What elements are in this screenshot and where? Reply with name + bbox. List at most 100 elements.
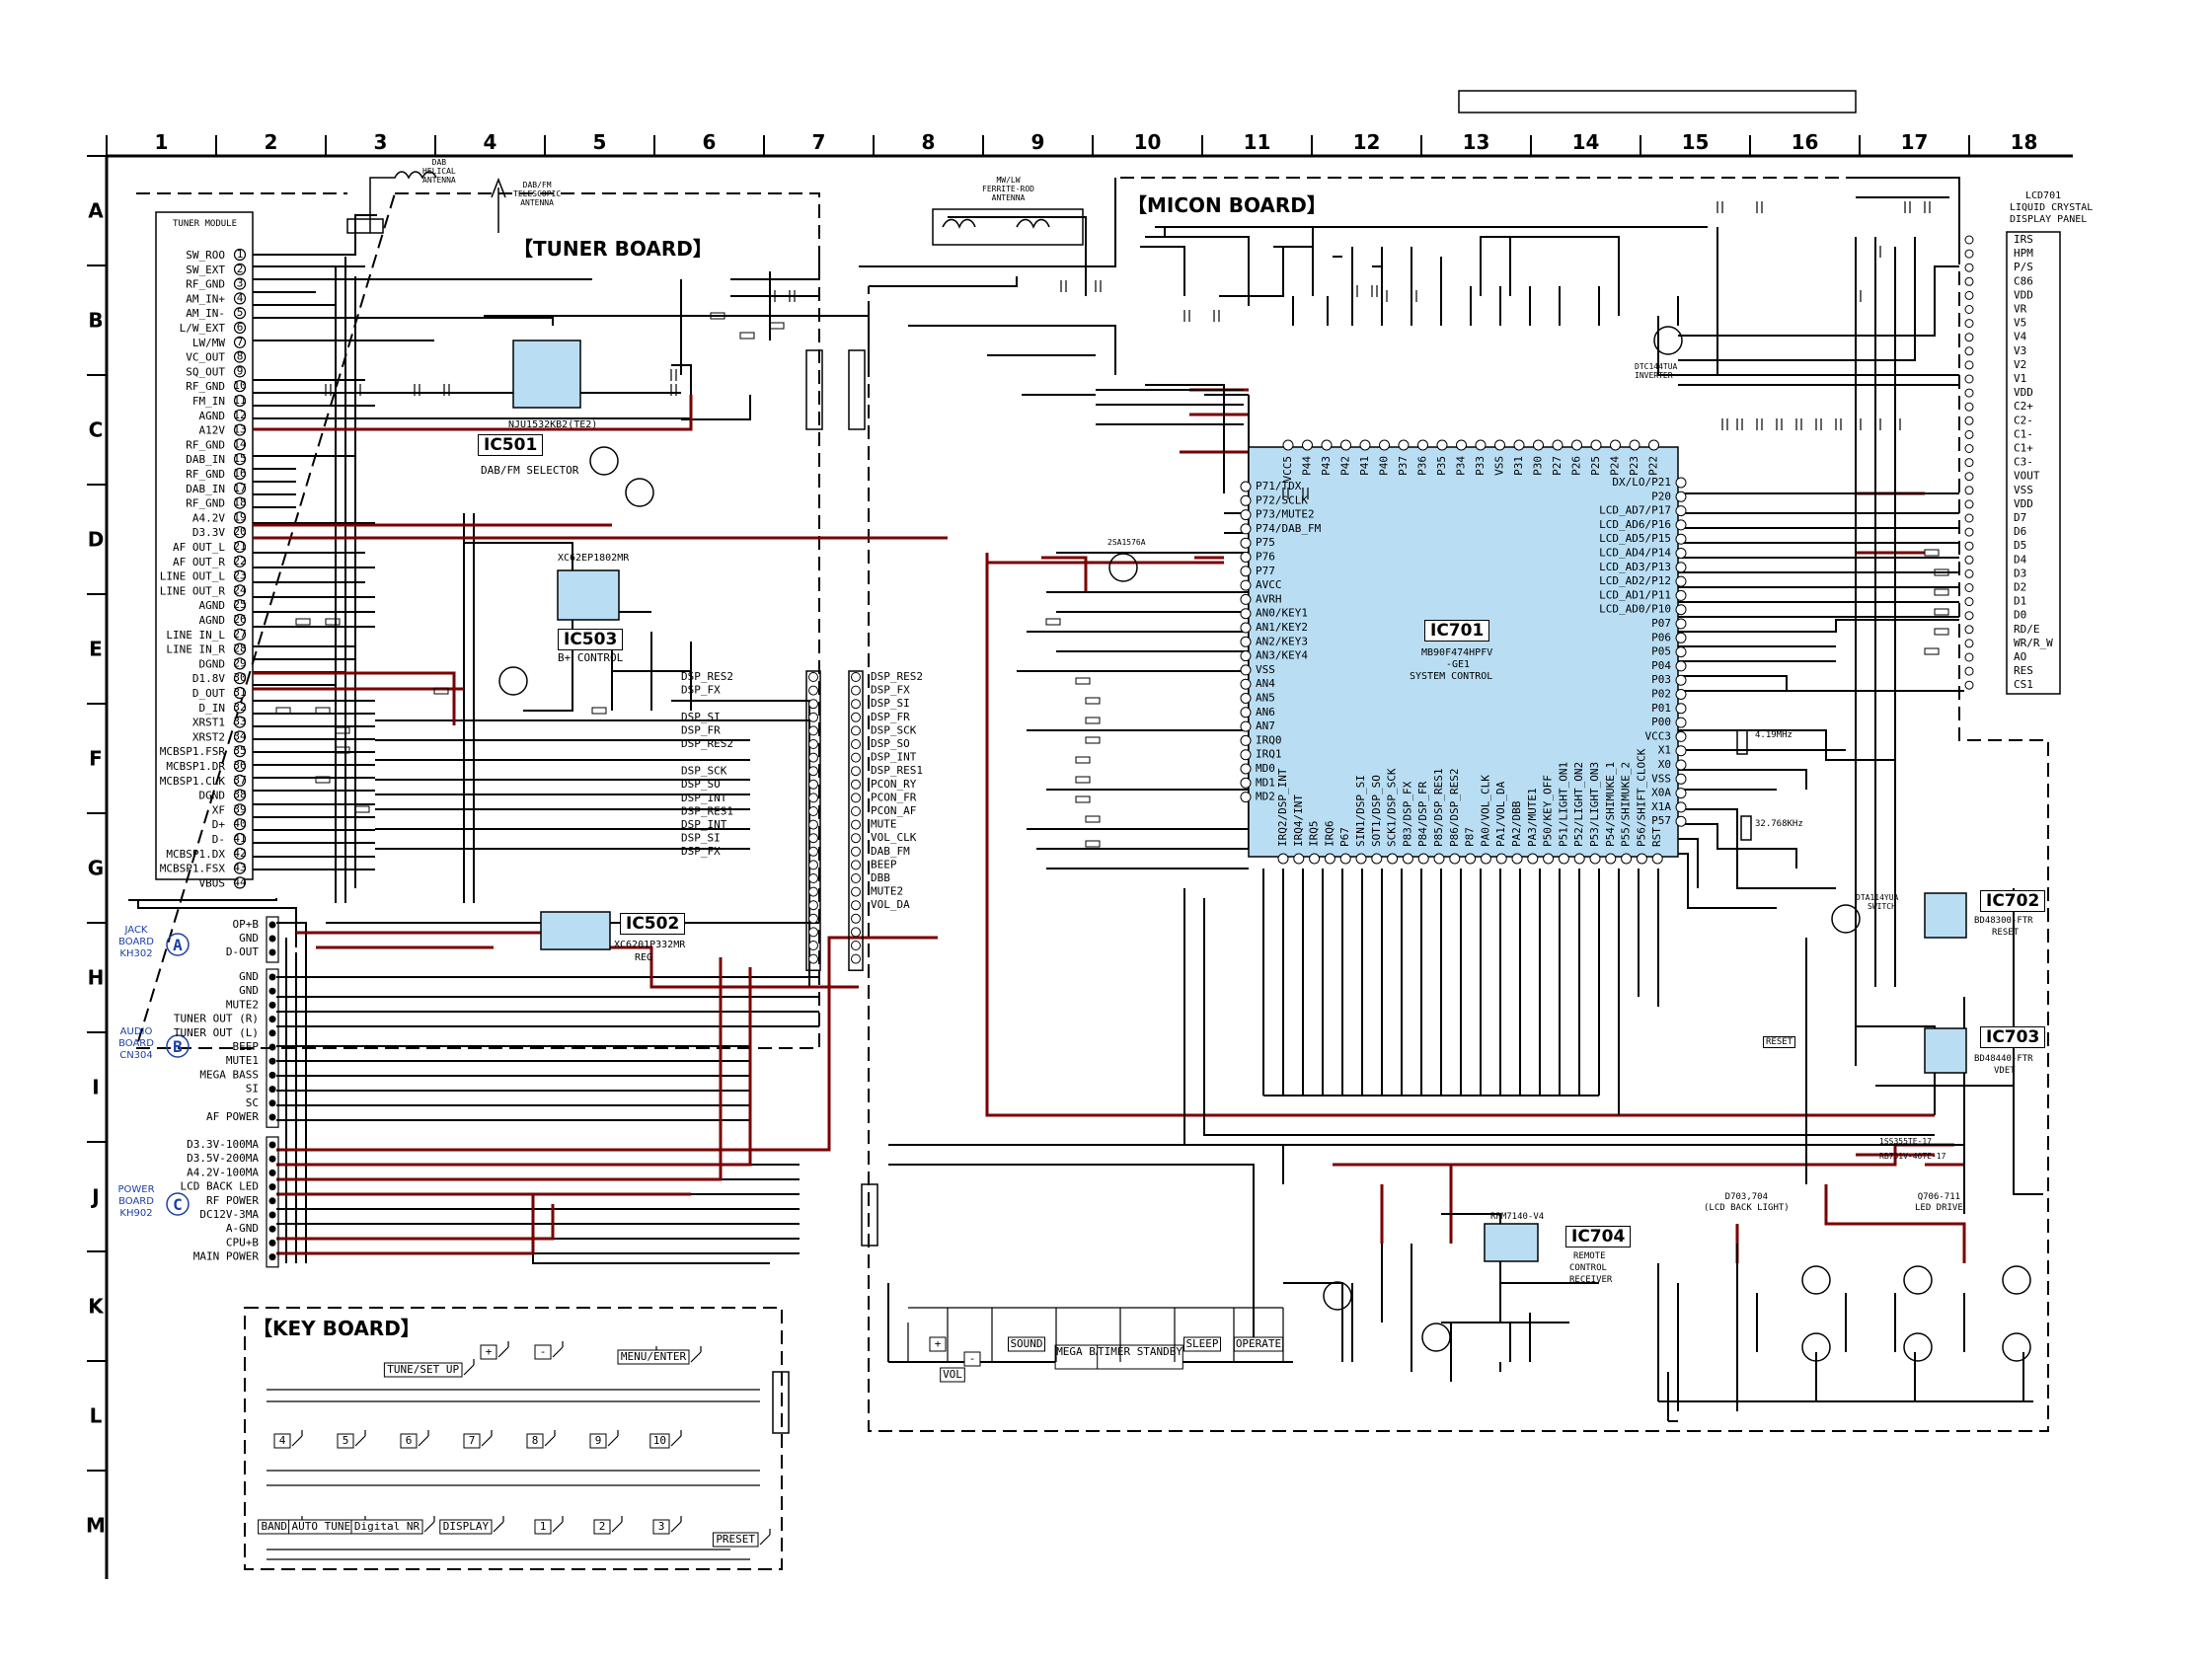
ic701-pin-bottom: PA0/VOL_CLK (1479, 775, 1491, 847)
lcd-pin-label: RES (2014, 664, 2033, 677)
tuner-board-title: 【TUNER BOARD】 (513, 237, 713, 261)
key-num-9[interactable] (589, 1433, 607, 1449)
tuner-pin-label: DGND (199, 790, 226, 802)
grid-col-15: 15 (1682, 130, 1710, 154)
crystals (1736, 729, 1752, 841)
ic701-pin-bottom: P53/LIGHT_ON3 (1588, 762, 1601, 847)
micon-key[interactable] (1183, 1336, 1221, 1352)
tuner-pin-label: XRST2 (192, 730, 225, 743)
key-0[interactable] (383, 1362, 463, 1378)
bus-label: DSP_SCK (681, 765, 727, 778)
key-1[interactable] (534, 1519, 552, 1535)
tuner-pin-label: XRST1 (192, 717, 225, 729)
connector-6p-micon (848, 349, 866, 430)
key-board-title: 【KEY BOARD】 (253, 1317, 420, 1340)
ic701-pin-right: LCD_AD3/P13 (1599, 561, 1671, 573)
tuner-pin-number: 29 (233, 656, 246, 669)
ic704-desc2: CONTROL (1569, 1263, 1607, 1273)
bus-label: DSP_RES2 (681, 737, 733, 750)
lcd-pin-label: C86 (2014, 274, 2033, 287)
tuner-pin (233, 423, 247, 436)
board-ref: CN304 (119, 1050, 153, 1061)
tuner-pin-label: SW_EXT (186, 264, 225, 276)
micon-key[interactable] (1097, 1344, 1183, 1370)
ic704-desc1: REMOTE (1573, 1251, 1606, 1261)
grid-row-M: M (86, 1514, 106, 1538)
ic502-label: IC502 (620, 913, 686, 935)
tuner-pin (233, 730, 247, 743)
key-2[interactable] (534, 1344, 552, 1360)
lcd-pin-block (2006, 231, 2061, 695)
key-display[interactable] (439, 1519, 493, 1535)
tuner-pin-number: 11 (233, 394, 246, 407)
board-marker: C (173, 1195, 183, 1214)
ic701-pin-top: VSS (1493, 456, 1506, 476)
tuner-pin-number: 28 (233, 643, 246, 655)
key-preset[interactable] (712, 1532, 759, 1548)
key-num-8[interactable] (526, 1433, 544, 1449)
lcd-pin-label: VOUT (2014, 470, 2040, 483)
ic701-pin-bottom: P50/KEY_OFF (1542, 775, 1555, 847)
tuner-pin-number: 10 (233, 379, 246, 392)
ic701-pin-bottom: P51/LIGHT_ON1 (1557, 762, 1569, 847)
board-ref: KH902 (119, 1208, 152, 1219)
bus-label: DSP_RES2 (681, 670, 733, 683)
tuner-pin (233, 482, 247, 494)
tuner-pin-number: 36 (233, 759, 246, 772)
key-num-6[interactable] (400, 1433, 418, 1449)
ic703-part: BD48440-FTR (1974, 1054, 2033, 1064)
ic701-pin-left: P77 (1256, 565, 1275, 577)
tuner-pin (233, 818, 247, 831)
micon-key[interactable] (963, 1351, 981, 1367)
key-preset-label: PRESET (716, 1533, 755, 1546)
ic701-pin-left: MD2 (1256, 791, 1275, 803)
jack-pin-label: GND (239, 932, 259, 945)
key-1[interactable] (480, 1344, 497, 1360)
tuner-pin-number: 4 (237, 291, 244, 304)
tuner-pin-number: 42 (233, 847, 246, 860)
ic701-pin-bottom: SIN1/DSP_SI (1354, 775, 1367, 847)
key-2-label: - (540, 1345, 547, 1358)
key-display-label: DISPLAY (443, 1520, 490, 1533)
key-num-4[interactable] (273, 1433, 291, 1449)
tuner-pin-label: MCBSP1.DR (166, 760, 225, 773)
tuner-pin-number: 41 (233, 832, 246, 845)
key-num-10[interactable] (649, 1433, 670, 1449)
audio-pin-label: SI (246, 1083, 259, 1096)
ic701-pin-bottom: PA2/DBB (1510, 800, 1523, 847)
key-board-outline (244, 1307, 783, 1570)
ic701-pin-top: P33 (1474, 456, 1487, 476)
key-num-5[interactable] (337, 1433, 354, 1449)
bus-label: BEEP (871, 858, 897, 870)
tuner-pin-label: VBUS (199, 876, 226, 889)
board-marker: B (173, 1037, 183, 1056)
audio-pin-label: MUTE2 (226, 998, 259, 1011)
ic701-package (1248, 446, 1679, 858)
ic701-pin-left: AN0/KEY1 (1256, 607, 1308, 620)
ic701-pin-left: P72/SCLK (1256, 493, 1308, 506)
key-2[interactable] (593, 1519, 611, 1535)
ic701-pin-bottom: PA3/MUTE1 (1526, 788, 1539, 847)
connector-2p-tuner (346, 218, 384, 234)
key-digital-nr[interactable] (350, 1519, 423, 1535)
power-pin-label: A4.2V-100MA (187, 1166, 259, 1178)
ic701-pin-left: AN5 (1256, 692, 1275, 705)
tuner-pin-number: 9 (237, 364, 244, 377)
audio-pin-label: GND (239, 984, 259, 997)
tuner-pin-label: LINE OUT_R (160, 584, 226, 597)
board-name: AUDIO (120, 1026, 153, 1037)
key-num-7[interactable] (463, 1433, 481, 1449)
ic501-desc: DAB/FM SELECTOR (481, 464, 579, 477)
jack-pin-label: OP+B (233, 918, 260, 931)
micon-key[interactable] (940, 1367, 965, 1383)
tuner-pin-number: 2 (237, 263, 244, 275)
micon-key[interactable] (929, 1336, 947, 1352)
tuner-pin-label: DAB_IN (186, 453, 225, 466)
micon-key[interactable] (1008, 1336, 1045, 1352)
tuner-pin-label: D- (212, 833, 225, 846)
grid-col-17: 17 (1901, 130, 1929, 154)
tuner-pin-label: AGND (199, 614, 226, 627)
key-4[interactable] (617, 1349, 690, 1365)
key-3[interactable] (652, 1519, 670, 1535)
